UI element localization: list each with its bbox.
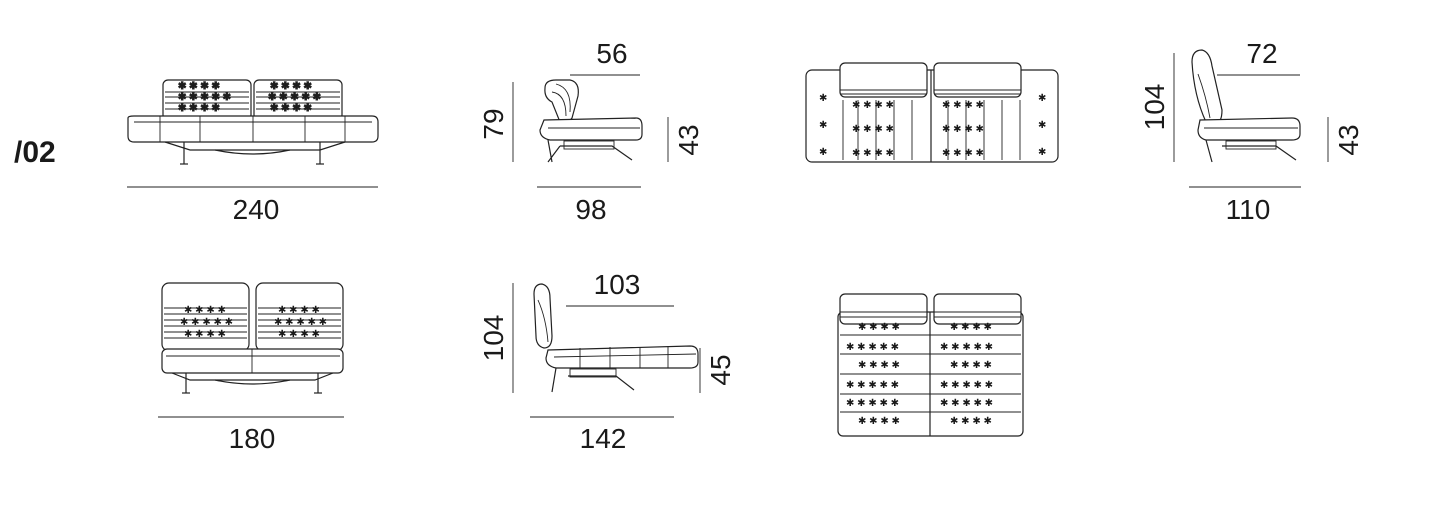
plan-back-cushion-left	[839, 293, 928, 325]
plan-back-cushion-right	[933, 62, 1022, 98]
dimension-depth-142: 142	[580, 423, 627, 454]
svg-text:✱ ✱ ✱ ✱ ✱: ✱ ✱ ✱ ✱ ✱	[940, 398, 993, 409]
dimension-seat-height-43: 43	[1333, 124, 1364, 155]
dimension-height-104: 104	[1139, 84, 1170, 131]
dimension-top-depth-72: 72	[1246, 38, 1277, 69]
dimension-height-79: 79	[478, 108, 509, 139]
recliner-backrest	[1191, 49, 1223, 125]
sofa-side-view	[539, 79, 643, 163]
svg-text:✱ ✱ ✱ ✱ ✱: ✱ ✱ ✱ ✱ ✱	[274, 317, 327, 328]
recliner-side-view	[1191, 49, 1301, 163]
sofa-front-view-narrow: ✱ ✱ ✱ ✱ ✱ ✱ ✱ ✱ ✱ ✱ ✱ ✱ ✱ ✱ ✱ ✱ ✱ ✱ ✱ ✱ …	[161, 282, 344, 394]
sofa-front-view-wide: ✱ ✱ ✱ ✱ ✱ ✱ ✱ ✱ ✱ ✱ ✱ ✱ ✱ ✱ ✱ ✱ ✱ ✱ ✱ ✱ …	[127, 79, 379, 165]
lounger-backrest	[533, 283, 553, 349]
dimension-depth-98: 98	[575, 194, 606, 225]
svg-text:✱ ✱ ✱ ✱: ✱ ✱ ✱ ✱	[852, 100, 894, 111]
svg-text:✱ ✱ ✱ ✱: ✱ ✱ ✱ ✱	[178, 81, 220, 92]
plan-tufting: ✱ ✱ ✱ ✱ ✱ ✱ ✱ ✱ ✱ ✱ ✱ ✱ ✱ ✱ ✱ ✱ ✱ ✱ ✱ ✱ ✱ ✱ …	[819, 93, 1046, 160]
plan-back-cushion-left	[839, 62, 928, 98]
svg-text:✱ ✱ ✱ ✱ ✱: ✱ ✱ ✱ ✱ ✱	[940, 380, 993, 391]
svg-text:✱ ✱ ✱ ✱: ✱ ✱ ✱ ✱	[178, 103, 220, 114]
svg-text:✱ ✱ ✱ ✱: ✱ ✱ ✱ ✱	[278, 305, 320, 316]
lounger-seat	[545, 345, 699, 369]
svg-text:✱: ✱	[1038, 120, 1046, 131]
svg-text:✱ ✱ ✱ ✱: ✱ ✱ ✱ ✱	[852, 124, 894, 135]
plan-back-cushion-right	[933, 293, 1022, 325]
svg-text:✱ ✱ ✱ ✱: ✱ ✱ ✱ ✱	[270, 81, 312, 92]
svg-text:✱ ✱ ✱ ✱: ✱ ✱ ✱ ✱	[942, 148, 984, 159]
svg-text:✱ ✱ ✱ ✱: ✱ ✱ ✱ ✱	[950, 322, 992, 333]
side-seat	[539, 117, 643, 141]
svg-text:✱ ✱ ✱ ✱: ✱ ✱ ✱ ✱	[852, 148, 894, 159]
svg-text:✱ ✱ ✱ ✱ ✱: ✱ ✱ ✱ ✱ ✱	[940, 342, 993, 353]
dimension-seat-height-43: 43	[673, 124, 704, 155]
recliner-seat	[1197, 117, 1301, 141]
dimension-height-104: 104	[478, 315, 509, 362]
sofa-plan-view-narrow: ✱ ✱ ✱ ✱ ✱ ✱ ✱ ✱ ✱ ✱ ✱ ✱ ✱ ✱ ✱ ✱ ✱ ✱ ✱ ✱ …	[837, 293, 1024, 437]
svg-text:✱ ✱ ✱ ✱ ✱: ✱ ✱ ✱ ✱ ✱	[268, 92, 321, 103]
plan-tufting: ✱ ✱ ✱ ✱ ✱ ✱ ✱ ✱ ✱ ✱ ✱ ✱ ✱ ✱ ✱ ✱ ✱ ✱ ✱ ✱ …	[846, 322, 993, 427]
lounger-side-view	[533, 283, 699, 393]
svg-text:✱ ✱ ✱ ✱: ✱ ✱ ✱ ✱	[942, 100, 984, 111]
svg-text:✱: ✱	[819, 93, 827, 104]
dimension-seat-height-45: 45	[705, 354, 736, 385]
dimension-top-depth-56: 56	[596, 38, 627, 69]
svg-text:✱ ✱ ✱ ✱ ✱: ✱ ✱ ✱ ✱ ✱	[846, 398, 899, 409]
svg-text:✱ ✱ ✱ ✱: ✱ ✱ ✱ ✱	[858, 416, 900, 427]
svg-text:✱ ✱ ✱ ✱ ✱: ✱ ✱ ✱ ✱ ✱	[180, 317, 233, 328]
svg-text:✱ ✱ ✱ ✱ ✱: ✱ ✱ ✱ ✱ ✱	[178, 92, 231, 103]
svg-text:✱: ✱	[819, 120, 827, 131]
svg-text:✱ ✱ ✱ ✱: ✱ ✱ ✱ ✱	[858, 360, 900, 371]
svg-text:✱ ✱ ✱ ✱: ✱ ✱ ✱ ✱	[278, 329, 320, 340]
seat-cushion	[161, 348, 344, 374]
svg-text:✱ ✱ ✱ ✱: ✱ ✱ ✱ ✱	[184, 305, 226, 316]
sofa-plan-view-wide: ✱ ✱ ✱ ✱ ✱ ✱ ✱ ✱ ✱ ✱ ✱ ✱ ✱ ✱ ✱ ✱ ✱ ✱ ✱ ✱ ✱ ✱ …	[805, 62, 1059, 163]
svg-text:✱ ✱ ✱ ✱: ✱ ✱ ✱ ✱	[270, 103, 312, 114]
dimension-depth-110: 110	[1226, 194, 1271, 225]
svg-text:✱: ✱	[819, 147, 827, 158]
dimension-width-240: 240	[233, 194, 280, 225]
svg-text:✱ ✱ ✱ ✱: ✱ ✱ ✱ ✱	[858, 322, 900, 333]
svg-text:✱: ✱	[1038, 93, 1046, 104]
svg-text:✱ ✱ ✱ ✱: ✱ ✱ ✱ ✱	[950, 416, 992, 427]
dimension-width-180: 180	[229, 423, 276, 454]
model-code: /02	[14, 136, 56, 169]
svg-text:✱ ✱ ✱ ✱: ✱ ✱ ✱ ✱	[184, 329, 226, 340]
dimension-top-depth-103: 103	[594, 269, 641, 300]
svg-text:✱: ✱	[1038, 147, 1046, 158]
svg-text:✱ ✱ ✱ ✱ ✱: ✱ ✱ ✱ ✱ ✱	[846, 342, 899, 353]
svg-text:✱ ✱ ✱ ✱: ✱ ✱ ✱ ✱	[950, 360, 992, 371]
svg-text:✱ ✱ ✱ ✱ ✱: ✱ ✱ ✱ ✱ ✱	[846, 380, 899, 391]
svg-text:✱ ✱ ✱ ✱: ✱ ✱ ✱ ✱	[942, 124, 984, 135]
